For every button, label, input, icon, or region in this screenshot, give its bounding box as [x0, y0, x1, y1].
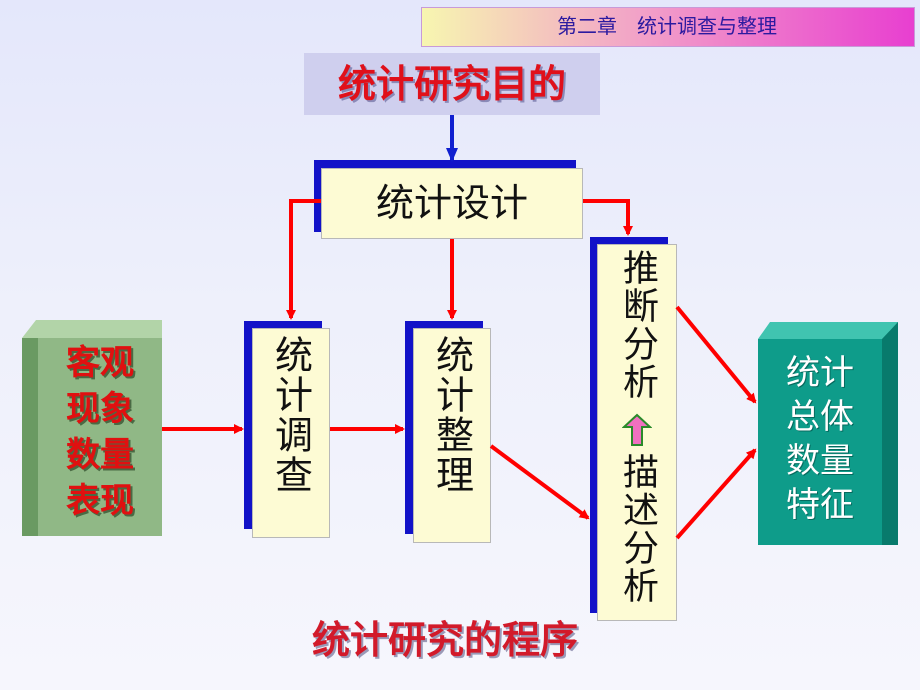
arrow-descriptive-to-result: [675, 448, 757, 540]
source-box-label: 客观现象数量表现: [66, 343, 134, 521]
arrow-design-to-analysis: [583, 199, 633, 236]
result-box-top: [758, 322, 898, 339]
source-box: 客观现象数量表现: [38, 338, 162, 536]
source-box-side: [22, 338, 38, 536]
diagram-caption: 统计研究的程序: [311, 618, 578, 662]
survey-box-label: 统计调查: [268, 335, 313, 495]
research-goal-box: 统计研究目的: [304, 53, 600, 115]
organize-box-label: 统计整理: [429, 335, 474, 495]
design-box: 统计设计: [321, 168, 583, 239]
chapter-banner: [421, 7, 915, 47]
chapter-title: 第二章 统计调查与整理: [557, 14, 777, 38]
source-box-top: [22, 320, 162, 338]
result-box-side: [882, 322, 898, 545]
organize-box: 统计整理: [413, 328, 491, 543]
arrow-organize-to-analysis: [489, 444, 590, 520]
analysis-box: 推断分析 描述分析: [597, 244, 677, 621]
arrow-design-to-survey: [286, 199, 321, 320]
inferential-analysis-label: 推断分析: [617, 249, 658, 401]
survey-box: 统计调查: [252, 328, 330, 538]
up-arrow-icon: [622, 413, 652, 446]
result-box-label: 统计总体数量特征: [786, 353, 854, 525]
arrow-inferential-to-result: [675, 305, 757, 404]
result-box: 统计总体数量特征: [758, 339, 882, 545]
descriptive-analysis-label: 描述分析: [617, 453, 658, 605]
